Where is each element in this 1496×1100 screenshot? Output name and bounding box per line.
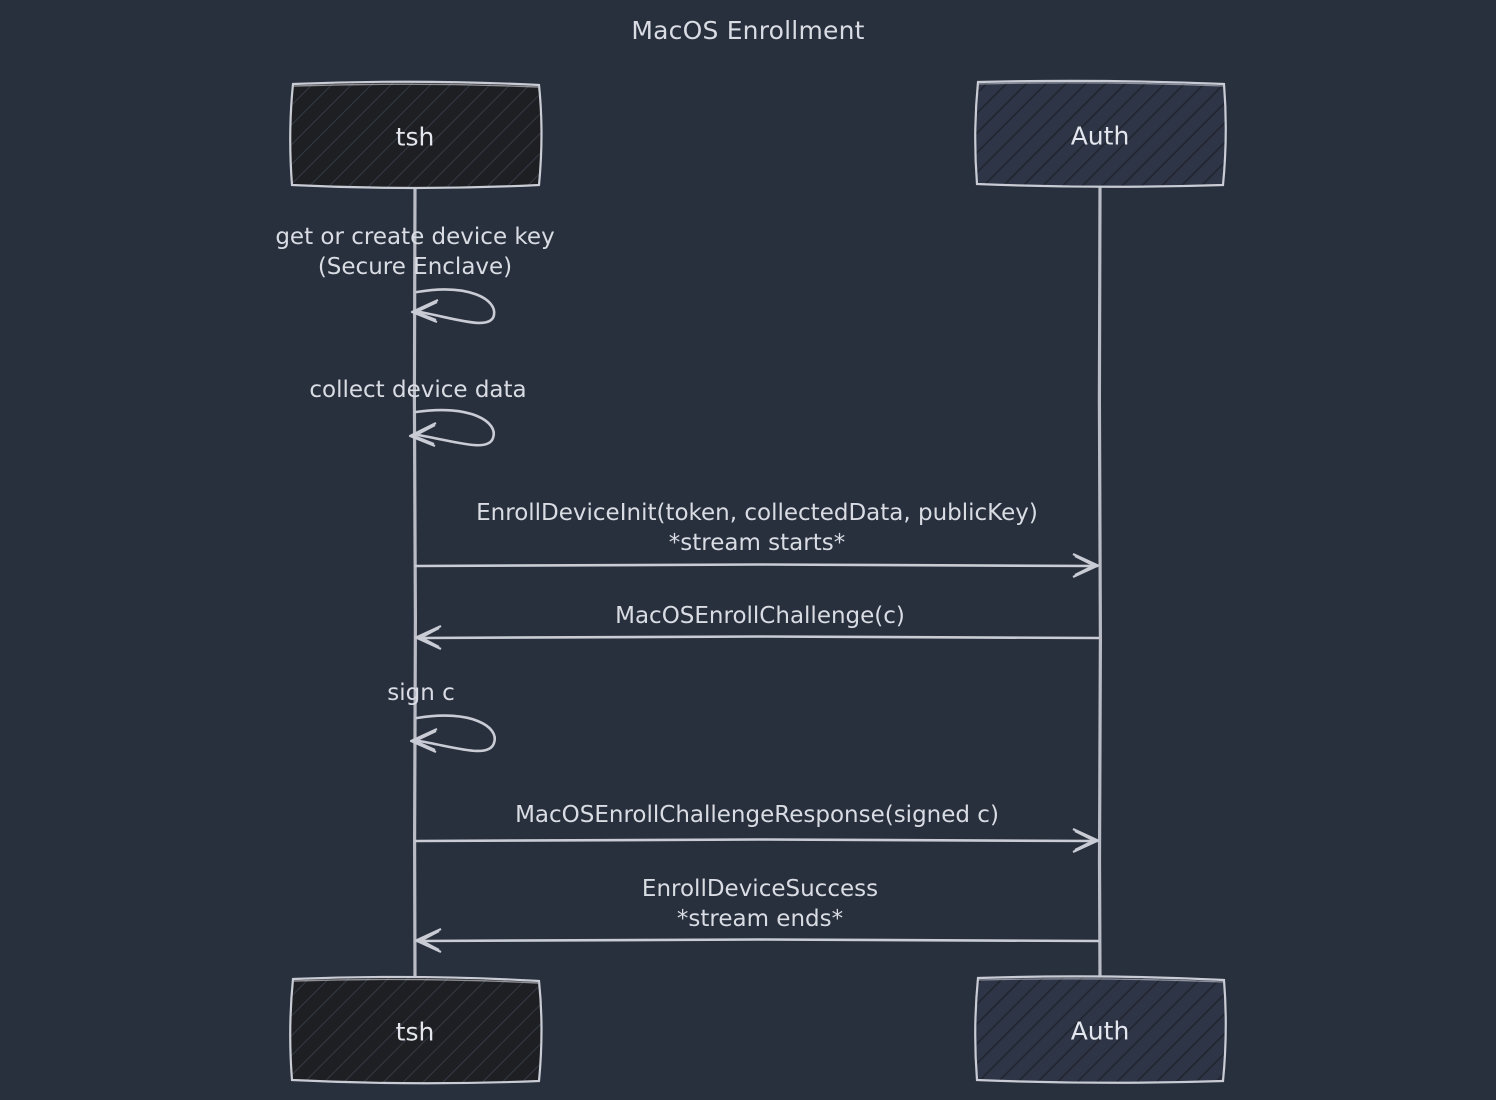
message-arrow-7-left[interactable] [414, 928, 1100, 953]
lifeline-tsh [412, 186, 418, 980]
participant-label-tsh-top: tsh [395, 122, 435, 152]
message-label-1: get or create device key (Secure Enclave… [275, 224, 555, 280]
message-label-4: MacOSEnrollChallenge(c) [615, 603, 905, 629]
participant-box-tsh-bottom[interactable] [289, 975, 543, 1085]
message-label-6: MacOSEnrollChallengeResponse(signed c) [515, 802, 999, 828]
diagram-title: MacOS Enrollment [631, 16, 865, 45]
lifeline-auth [1097, 186, 1103, 980]
message-arrow-5-self[interactable] [409, 714, 497, 754]
message-arrow-4-left[interactable] [414, 625, 1100, 650]
message-label-5: sign c [387, 680, 455, 706]
message-label-2: collect device data [309, 377, 527, 403]
message-arrow-2-self[interactable] [408, 408, 496, 448]
participant-box-tsh-top[interactable] [289, 80, 543, 190]
message-label-7: EnrollDeviceSuccess *stream ends* [641, 876, 879, 932]
participant-label-auth-top: Auth [1070, 121, 1130, 151]
participant-label-tsh-bottom: tsh [395, 1017, 435, 1047]
message-arrow-1-self[interactable] [410, 288, 496, 325]
message-arrow-6-right[interactable] [414, 828, 1100, 853]
participant-box-auth-bottom[interactable] [974, 975, 1227, 1084]
participant-box-auth-top[interactable] [974, 79, 1227, 188]
message-arrow-3-right[interactable] [414, 553, 1100, 578]
participant-label-auth-bottom: Auth [1070, 1016, 1130, 1046]
message-label-3: EnrollDeviceInit(token, collectedData, p… [476, 500, 1038, 556]
